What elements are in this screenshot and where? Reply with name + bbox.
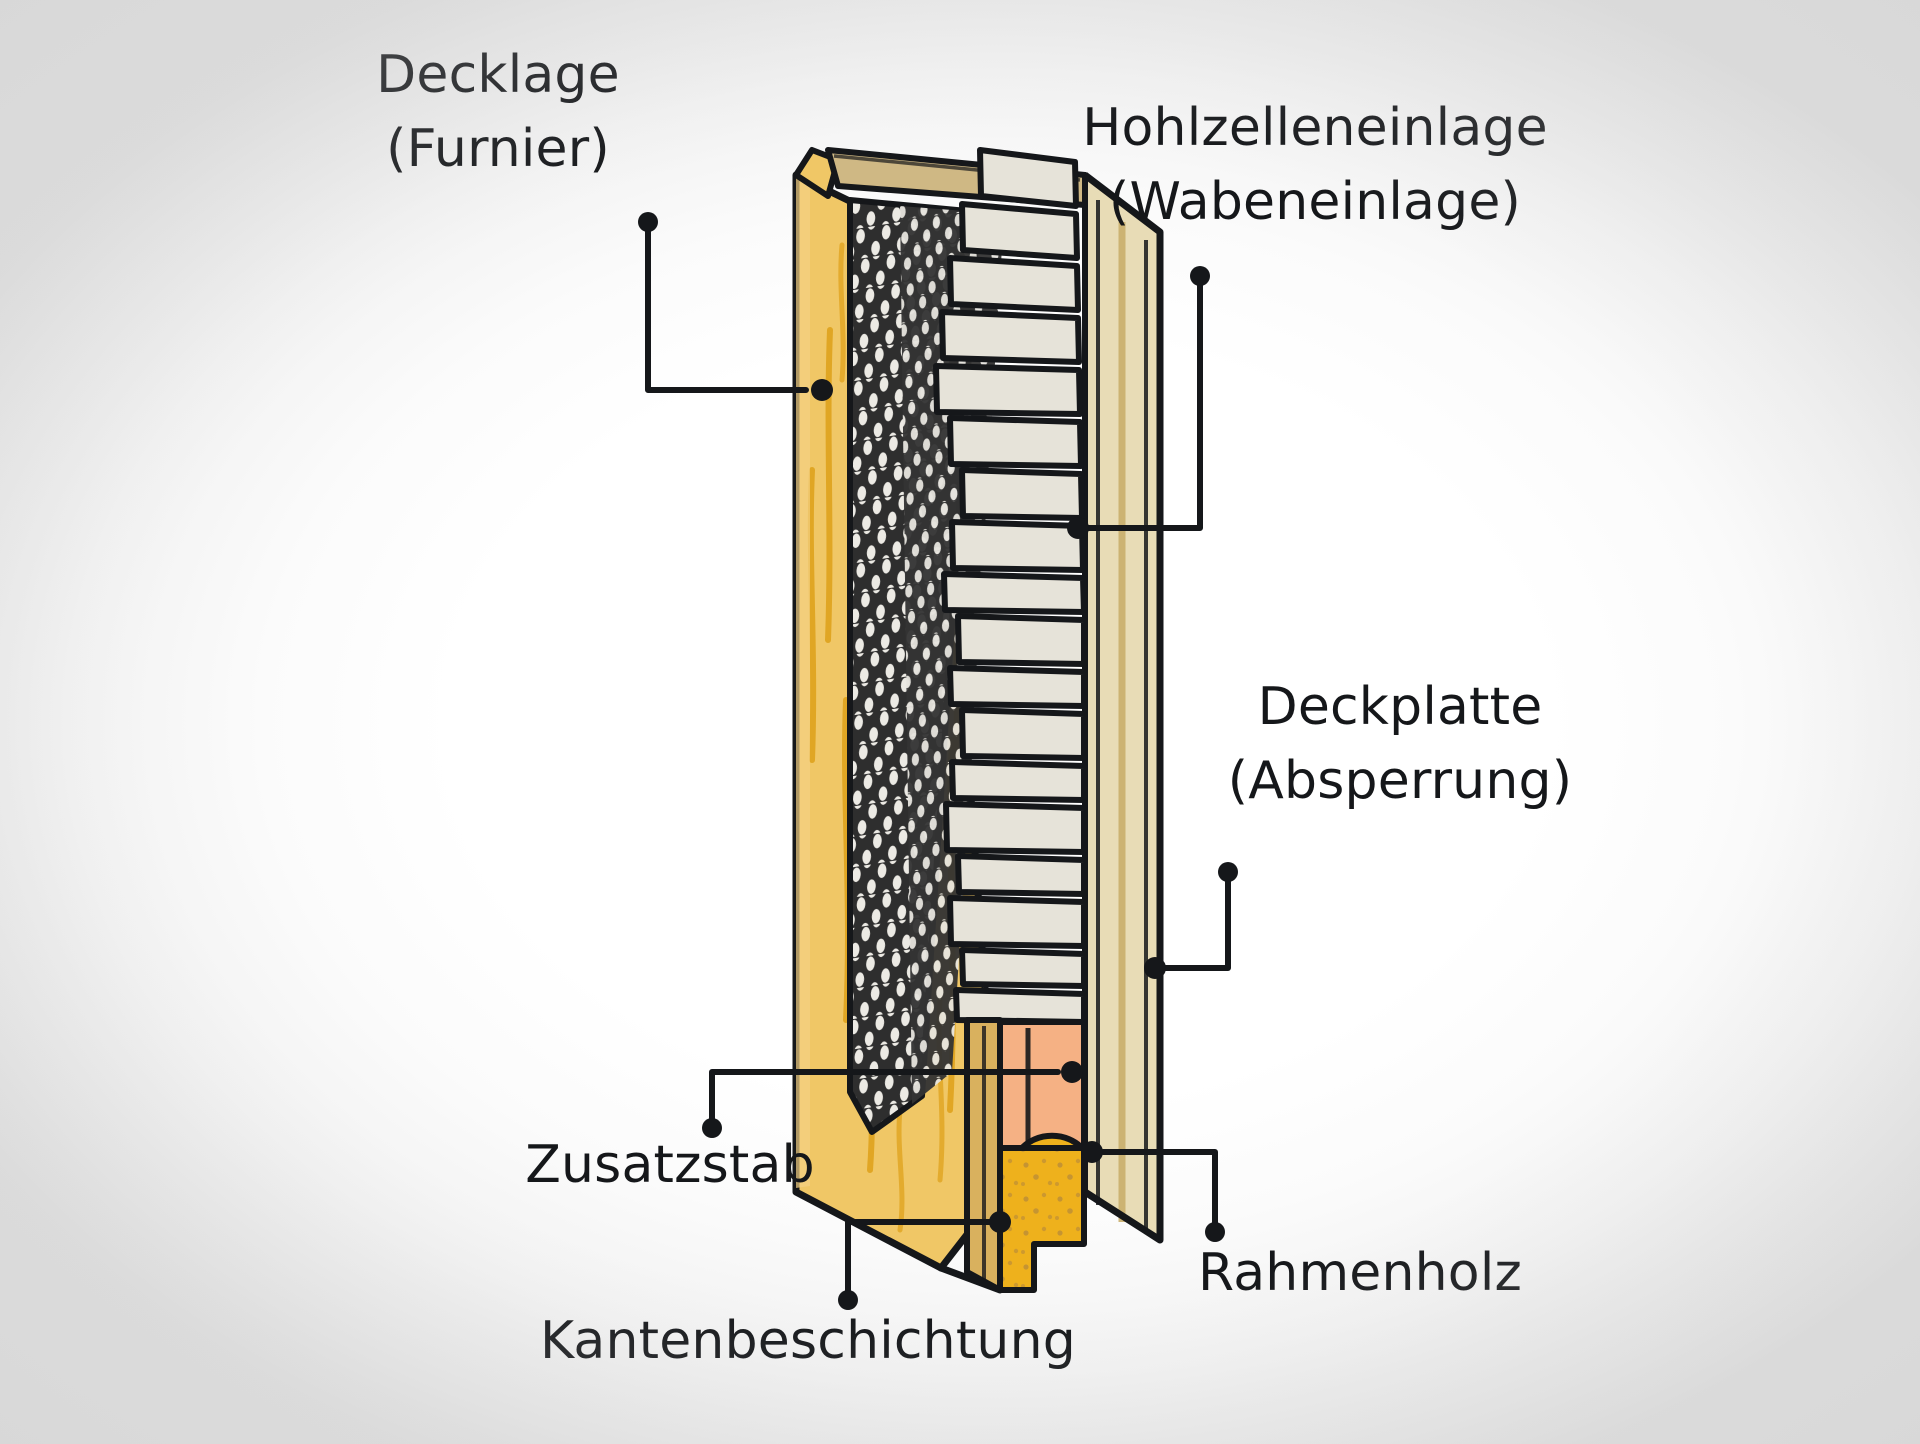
- label-kantenbeschichtung-line-1: Kantenbeschichtung: [540, 1311, 1076, 1371]
- honeycomb-cells: [933, 147, 1087, 1025]
- extra-bar[interactable]: [997, 1019, 1090, 1155]
- door-assembly: [792, 147, 1164, 1294]
- leader-dot-decklage: [638, 212, 658, 232]
- leader-line-deckplatte: [1160, 869, 1231, 971]
- label-deckplatte-line-2: (Absperrung): [1228, 751, 1572, 811]
- label-decklage: Decklage (Furnier): [376, 45, 620, 179]
- label-zusatzstab: Zusatzstab: [525, 1135, 815, 1195]
- leader-target-decklage: [811, 379, 833, 401]
- leader-dot-deckplatte: [1218, 862, 1238, 882]
- leader-target-deckplatte: [1144, 957, 1166, 979]
- edge-coating[interactable]: [964, 1017, 1003, 1293]
- leader-line-decklage: [645, 219, 809, 393]
- label-decklage-line-2: (Furnier): [386, 119, 610, 179]
- leader-target-kantenbeschichtung: [989, 1211, 1011, 1233]
- frame-wood[interactable]: [997, 1145, 1087, 1293]
- label-zusatzstab-line-1: Zusatzstab: [525, 1135, 815, 1195]
- label-rahmenholz: Rahmenholz: [1198, 1243, 1522, 1303]
- label-hohlzelleneinlage: Hohlzelleneinlage (Wabeneinlage): [1082, 98, 1548, 232]
- leader-dot-rahmenholz: [1205, 1222, 1225, 1242]
- label-hohlzelleneinlage-line-1: Hohlzelleneinlage: [1082, 98, 1548, 158]
- label-decklage-line-1: Decklage: [376, 45, 620, 105]
- leader-dot-kantenbeschichtung: [838, 1290, 858, 1310]
- leader-target-rahmenholz: [1081, 1141, 1103, 1163]
- label-deckplatte-line-1: Deckplatte: [1258, 677, 1543, 737]
- honeycomb-core[interactable]: [847, 147, 1087, 1135]
- cover-board[interactable]: [1082, 172, 1163, 1243]
- leader-dot-hohlzelleneinlage: [1190, 266, 1210, 286]
- leader-target-zusatzstab: [1061, 1061, 1083, 1083]
- label-kantenbeschichtung: Kantenbeschichtung: [540, 1311, 1076, 1371]
- label-deckplatte: Deckplatte (Absperrung): [1228, 677, 1572, 811]
- label-rahmenholz-line-1: Rahmenholz: [1198, 1243, 1522, 1303]
- leader-target-hohlzelleneinlage: [1067, 517, 1089, 539]
- label-hohlzelleneinlage-line-2: (Wabeneinlage): [1109, 172, 1521, 232]
